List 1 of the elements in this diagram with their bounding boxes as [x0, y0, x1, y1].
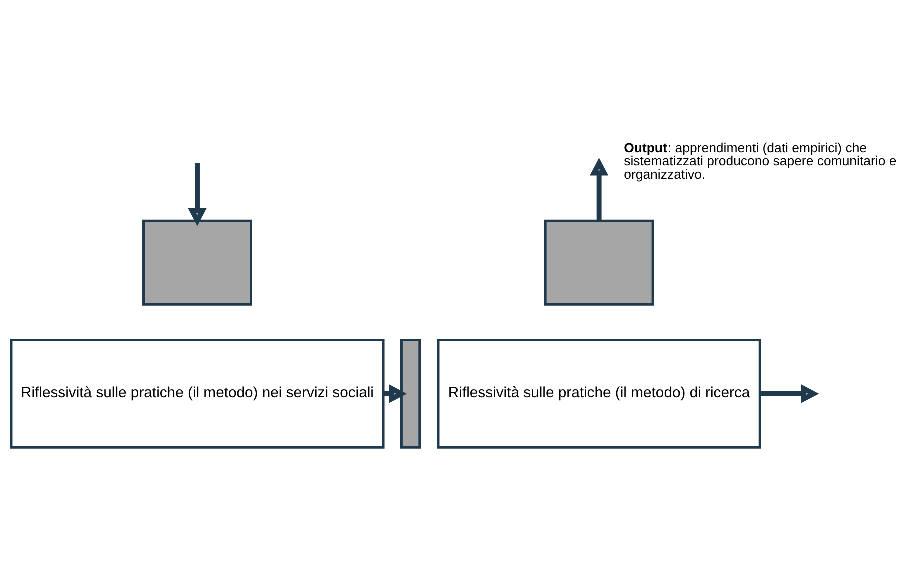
label: Output: apprendimenti (dati empirici) che sistematizzati producono sapere comunitario e organizzativo.	[624, 140, 897, 182]
